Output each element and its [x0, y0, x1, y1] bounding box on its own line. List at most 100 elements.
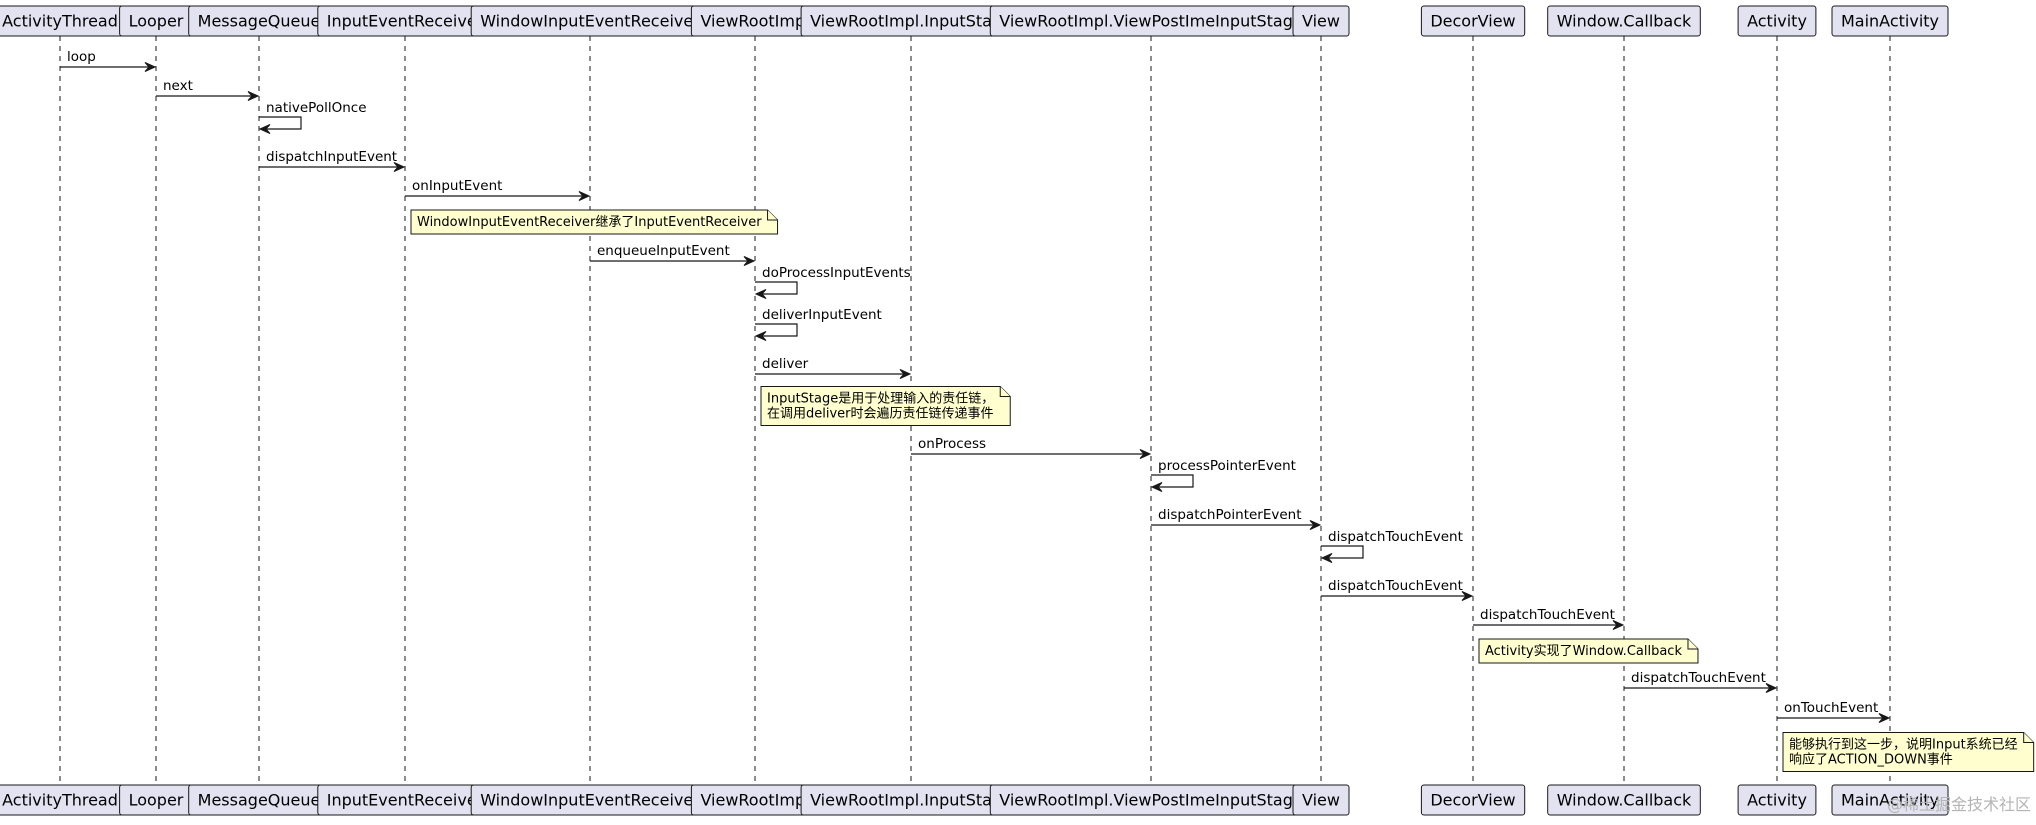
- arrow-head: [754, 289, 767, 299]
- note-text-line: 响应了ACTION_DOWN事件: [1789, 752, 1953, 768]
- participant-bottom-p7: ViewRootImpl.ViewPostImeInputStage: [989, 784, 1313, 816]
- message-label: dispatchInputEvent: [266, 149, 397, 165]
- participant-box: [1420, 784, 1526, 816]
- participant-box: [1737, 5, 1817, 37]
- message-12: processPointerEvent: [1150, 458, 1296, 492]
- message-label: next: [163, 78, 193, 94]
- message-7: doProcessInputEvents: [754, 265, 911, 299]
- message-6: enqueueInputEvent: [590, 243, 756, 266]
- message-0: loop: [60, 49, 157, 72]
- participant-label: ViewRootImpl.ViewPostImeInputStage: [999, 12, 1302, 31]
- participant-top-p9: DecorView: [1420, 5, 1526, 37]
- messages-layer: loop next nativePollOnce dispatchInputEvent…: [60, 49, 2035, 772]
- arrow-head: [1765, 683, 1778, 693]
- arrow-head: [144, 62, 157, 72]
- participant-label: MessageQueue: [198, 12, 321, 31]
- arrow-head: [1612, 620, 1625, 630]
- note-text-line: 在调用deliver时会遍历责任链传递事件: [767, 406, 994, 422]
- arrow-head: [1309, 520, 1322, 530]
- message-label: processPointerEvent: [1158, 458, 1296, 474]
- participant-label: DecorView: [1430, 791, 1515, 810]
- message-label: dispatchTouchEvent: [1328, 578, 1463, 594]
- participant-bottom-p0: ActivityThread: [0, 784, 128, 816]
- note-fold: [1687, 639, 1698, 650]
- participant-label: InputEventReceiver: [327, 791, 484, 810]
- participant-label: MessageQueue: [198, 791, 321, 810]
- participant-label: ViewRootImpl.ViewPostImeInputStage: [999, 791, 1302, 810]
- watermark-text: @稀土掘金技术社区: [1887, 795, 2031, 814]
- participant-bottom-p1: Looper: [119, 784, 193, 816]
- arrow-head: [1461, 591, 1474, 601]
- message-label: onProcess: [918, 436, 986, 452]
- note-text-line: WindowInputEventReceiver继承了InputEventRec…: [417, 215, 762, 230]
- message-label: doProcessInputEvents: [762, 265, 911, 281]
- participant-label: WindowInputEventReceiver: [480, 791, 700, 810]
- self-message-line: [755, 323, 798, 337]
- message-label: onInputEvent: [412, 178, 502, 194]
- participant-top-p7: ViewRootImpl.ViewPostImeInputStage: [989, 5, 1313, 37]
- lifelines-layer: [59, 36, 1891, 785]
- message-label: nativePollOnce: [266, 100, 367, 116]
- arrow-head: [1320, 553, 1333, 563]
- participant-label: ViewRootImpl: [700, 791, 809, 810]
- participant-bottom-p12: MainActivity: [1831, 784, 1949, 816]
- message-label: loop: [67, 49, 96, 65]
- participant-label: Activity: [1747, 12, 1807, 31]
- participant-label: View: [1302, 12, 1340, 31]
- note-box: [410, 209, 779, 235]
- participant-label: Window.Callback: [1557, 12, 1692, 31]
- message-8: deliverInputEvent: [754, 307, 882, 341]
- participant-top-p10: Window.Callback: [1547, 5, 1701, 37]
- participant-label: View: [1302, 791, 1340, 810]
- participant-bottom-p6: ViewRootImpl.InputStage: [800, 784, 1022, 816]
- message-label: dispatchPointerEvent: [1158, 507, 1302, 523]
- participant-box: [1831, 784, 1949, 816]
- message-2: nativePollOnce: [258, 100, 367, 134]
- participant-label: Window.Callback: [1557, 791, 1692, 810]
- participant-bottom-p5: ViewRootImpl: [690, 784, 820, 816]
- participant-bottom-p11: Activity: [1737, 784, 1817, 816]
- participant-label: ViewRootImpl: [700, 12, 809, 31]
- self-message-line: [1151, 474, 1194, 488]
- arrow-head: [899, 369, 912, 379]
- participant-bottom-p10: Window.Callback: [1547, 784, 1701, 816]
- participant-label: ActivityThread: [2, 791, 118, 810]
- participant-box: [1547, 784, 1701, 816]
- participant-label: ViewRootImpl.InputStage: [810, 12, 1012, 31]
- participant-bottom-p2: MessageQueue: [188, 784, 330, 816]
- participant-label: ActivityThread: [2, 12, 118, 31]
- note-box: [1478, 638, 1699, 664]
- participant-box: [1547, 5, 1701, 37]
- arrow-head: [1878, 713, 1891, 723]
- arrow-head: [754, 331, 767, 341]
- message-label: onTouchEvent: [1784, 700, 1878, 716]
- participant-top-p0: ActivityThread: [0, 5, 128, 37]
- participant-label: Looper: [129, 12, 184, 31]
- note-text-line: 能够执行到这一步，说明Input系统已经: [1789, 737, 2018, 753]
- self-message-line: [259, 116, 302, 130]
- note-fold: [2023, 732, 2034, 743]
- participant-label: WindowInputEventReceiver: [480, 12, 700, 31]
- message-18: dispatchTouchEvent: [1624, 670, 1778, 693]
- message-label: enqueueInputEvent: [597, 243, 730, 259]
- note-5: WindowInputEventReceiver继承了InputEventRec…: [410, 209, 779, 235]
- participant-bottom-p8: View: [1292, 784, 1350, 816]
- participant-box: [1831, 5, 1949, 37]
- arrow-head: [1139, 449, 1152, 459]
- message-9: deliver: [755, 356, 912, 379]
- message-3: dispatchInputEvent: [259, 149, 406, 172]
- message-label: dispatchTouchEvent: [1328, 529, 1463, 545]
- arrow-head: [743, 256, 756, 266]
- message-15: dispatchTouchEvent: [1321, 578, 1474, 601]
- participant-box: [1292, 784, 1350, 816]
- note-10: InputStage是用于处理输入的责任链，在调用deliver时会遍历责任链传…: [760, 386, 1011, 426]
- participant-top-p12: MainActivity: [1831, 5, 1949, 37]
- participant-label: DecorView: [1430, 12, 1515, 31]
- note-box: [1782, 732, 2035, 772]
- message-label: dispatchTouchEvent: [1631, 670, 1766, 686]
- message-label: deliver: [762, 356, 809, 372]
- message-label: dispatchTouchEvent: [1480, 607, 1615, 623]
- participant-label: Activity: [1747, 791, 1807, 810]
